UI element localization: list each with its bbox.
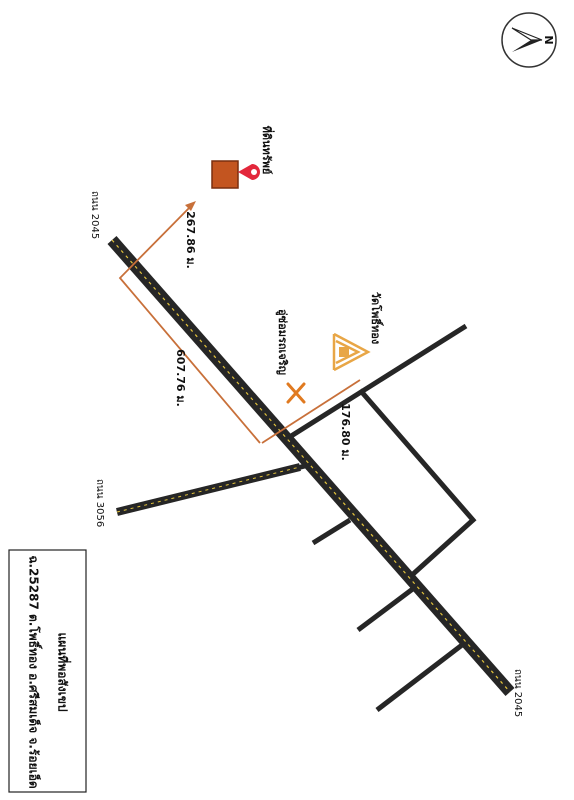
route-arrowhead bbox=[185, 201, 196, 211]
target-label: ที่ดินทรัพย์ bbox=[260, 126, 275, 175]
road-temple-loop bbox=[358, 388, 477, 577]
compass: N bbox=[501, 12, 557, 68]
route-main bbox=[118, 204, 261, 444]
wrench-icon bbox=[286, 382, 306, 404]
road-label-2045-top: ถนน 2045 bbox=[89, 191, 100, 239]
map-pin-icon bbox=[238, 164, 260, 180]
road-temple-branch bbox=[286, 323, 468, 441]
compass-letter: N bbox=[542, 35, 555, 44]
road-3056-end bbox=[116, 463, 301, 516]
main-road-2045 bbox=[107, 236, 515, 696]
road-label-3056: ถนน 3056 bbox=[94, 479, 105, 527]
temple: วัดโพธิ์ทอง bbox=[332, 292, 384, 372]
legend-title: แผนที่พอสังเขป bbox=[56, 632, 72, 711]
garage-label: อู่ซ่อมรถเจริญ bbox=[275, 309, 289, 375]
distance-label-temple: 176.80 ม. bbox=[339, 403, 352, 461]
temple-icon bbox=[332, 332, 371, 372]
temple-label: วัดโพธิ์ทอง bbox=[369, 292, 384, 344]
north-arrow-icon bbox=[511, 27, 543, 52]
route-path bbox=[118, 201, 361, 444]
distance-label-target: 267.86 ม. bbox=[184, 211, 197, 269]
route-temple-leg bbox=[261, 379, 361, 444]
legend-subtitle: ฉ.25287 ต.โพธิ์ทอง อ.ศรีสมเด็จ จ.ร้อยเอ็… bbox=[27, 555, 43, 789]
secondary-roads bbox=[116, 323, 477, 712]
target-property: ที่ดินทรัพย์ bbox=[211, 126, 275, 189]
building-icon bbox=[211, 160, 239, 189]
road-stub-3 bbox=[375, 643, 464, 712]
legend-box: แผนที่พอสังเขป ฉ.25287 ต.โพธิ์ทอง อ.ศรีส… bbox=[8, 549, 87, 793]
road-label-2045-bottom: ถนน 2045 bbox=[512, 669, 523, 717]
road-stub-1 bbox=[311, 517, 352, 546]
road-stub-2 bbox=[356, 586, 416, 632]
road-center-line bbox=[111, 239, 511, 693]
garage: อู่ซ่อมรถเจริญ bbox=[275, 309, 306, 404]
distance-label-main: 607.76 ม. bbox=[174, 349, 187, 407]
